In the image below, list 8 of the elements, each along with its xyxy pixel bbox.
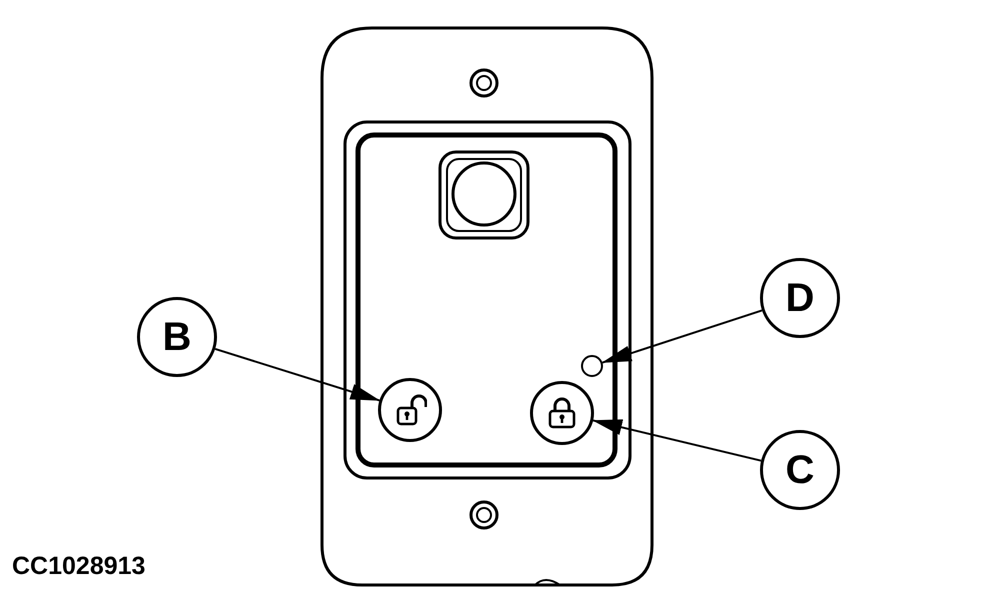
callout-letter: B bbox=[162, 317, 192, 357]
callout-letter: C bbox=[786, 450, 814, 490]
figure-code: CC1028913 bbox=[12, 552, 146, 581]
indicator-light bbox=[581, 355, 603, 377]
callout-letter: D bbox=[786, 278, 814, 318]
leader-line bbox=[592, 419, 762, 462]
leader-line bbox=[602, 309, 762, 364]
leader-line bbox=[214, 348, 380, 402]
